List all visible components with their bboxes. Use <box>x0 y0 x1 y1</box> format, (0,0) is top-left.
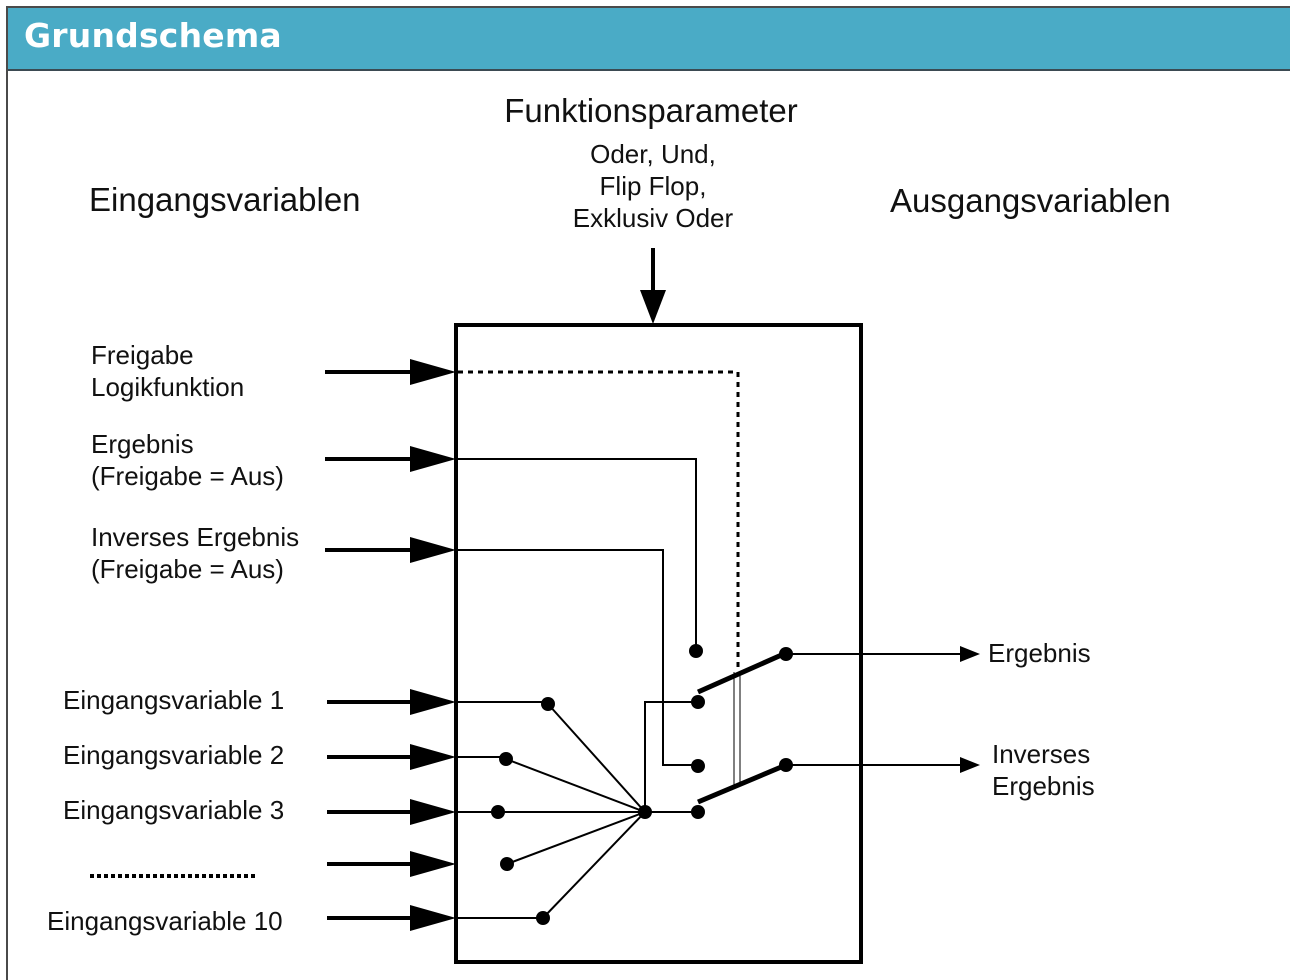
input-node <box>499 752 513 766</box>
input-node <box>500 857 514 871</box>
output-label-result: Ergebnis <box>988 638 1091 668</box>
inverse-disabled-path <box>458 549 698 766</box>
variable-input-arrow <box>327 799 456 825</box>
result-switch-lever <box>696 650 788 695</box>
function-parameter-line-2: Flip Flop, <box>600 171 707 201</box>
output-label-inverse-a: Inverses <box>992 739 1090 769</box>
variable-input-label-2: Eingangsvariable 2 <box>63 740 284 770</box>
function-parameter-line-3: Exklusiv Oder <box>573 203 734 233</box>
inverse-disabled-contact <box>691 759 705 773</box>
variable-input-arrow <box>327 851 456 877</box>
control-input-label-2a: Ergebnis <box>91 429 194 459</box>
output-arrow-inverse <box>786 757 980 773</box>
variable-input-label-3: Eingangsvariable 3 <box>63 795 284 825</box>
function-parameter-arrow <box>640 248 666 324</box>
logic-to-result-switch <box>644 701 698 812</box>
inverse-switch-contact <box>691 805 705 819</box>
variable-input-arrow <box>327 905 456 931</box>
inverse-switch-lever <box>697 762 787 805</box>
result-switch-contact <box>691 695 705 709</box>
output-arrow-result <box>786 646 980 662</box>
panel-title: Grundschema <box>24 16 282 55</box>
result-disabled-contact <box>689 644 703 658</box>
control-input-arrow <box>325 359 456 385</box>
control-input-label-1a: Freigabe <box>91 340 194 370</box>
variable-input-label-10: Eingangsvariable 10 <box>47 906 283 936</box>
input-node <box>491 805 505 819</box>
input-wiring <box>458 701 646 919</box>
input-node <box>541 697 555 711</box>
panel-header: Grundschema <box>8 8 1290 71</box>
control-input-label-3a: Inverses Ergebnis <box>91 522 299 552</box>
logic-block <box>454 323 863 964</box>
control-input-arrow <box>325 537 456 563</box>
variable-input-arrow <box>327 744 456 770</box>
control-input-label-3b: (Freigabe = Aus) <box>91 554 284 584</box>
enable-dotted-path <box>458 370 740 668</box>
function-parameter-title: Funktionsparameter <box>504 92 797 129</box>
function-parameter-line-1: Oder, Und, <box>590 139 716 169</box>
variable-input-label-1: Eingangsvariable 1 <box>63 685 284 715</box>
outputs-heading: Ausgangsvariablen <box>890 182 1171 219</box>
control-input-label-1b: Logikfunktion <box>91 372 244 402</box>
output-label-inverse-b: Ergebnis <box>992 771 1095 801</box>
result-disabled-path <box>458 458 697 650</box>
variable-input-arrow <box>327 689 456 715</box>
input-node <box>536 911 550 925</box>
control-input-arrow <box>325 446 456 472</box>
control-input-label-2b: (Freigabe = Aus) <box>91 461 284 491</box>
inputs-heading: Eingangsvariablen <box>89 181 361 218</box>
